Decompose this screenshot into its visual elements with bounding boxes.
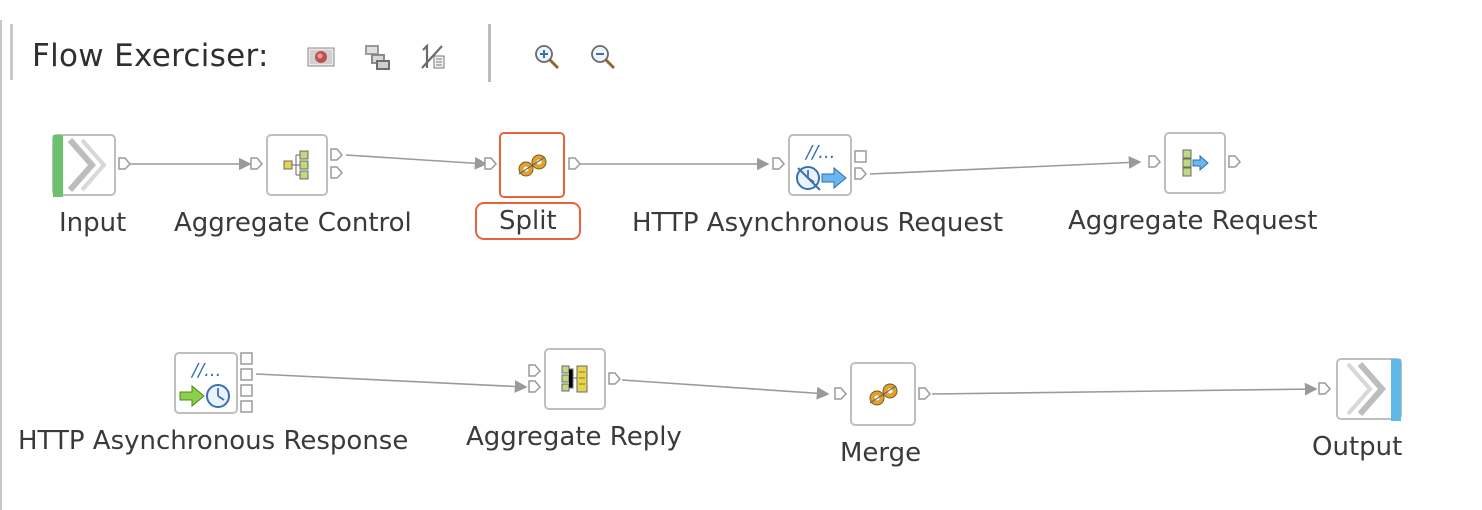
toolbar-separator (488, 24, 491, 82)
http-response-out-terminal-3[interactable] (240, 384, 254, 398)
input-out-terminal[interactable] (118, 157, 132, 171)
split-gears-icon (518, 154, 547, 177)
node-output-box[interactable] (1336, 358, 1402, 421)
aggregate-request-icon (1182, 149, 1209, 177)
aggregate-reply-in-terminal-1[interactable] (528, 364, 542, 378)
view-messages-icon[interactable] (360, 40, 394, 74)
http-response-out-terminal-1[interactable] (240, 352, 254, 366)
node-input-label: Input (59, 208, 127, 238)
wire-merge-to-output (931, 382, 1318, 396)
toolbar-left-border (10, 24, 13, 80)
node-merge-label: Merge (840, 438, 922, 468)
node-split-label: Split (475, 202, 581, 240)
aggregate-reply-out-terminal[interactable] (608, 372, 622, 386)
split-out-terminal[interactable] (568, 157, 582, 171)
node-aggregate-control-label: Aggregate Control (174, 208, 412, 238)
aggregate-reply-in-terminal-2[interactable] (528, 380, 542, 394)
http-request-out-terminal-1[interactable] (854, 150, 868, 164)
aggregate-control-in-terminal[interactable] (250, 157, 264, 171)
zoom-out-icon[interactable] (586, 40, 620, 74)
wire-http-response-to-aggregate-reply (255, 373, 528, 393)
node-http-async-response-box[interactable]: //... (174, 352, 238, 414)
zoom-in-icon[interactable] (530, 40, 564, 74)
http-request-out-terminal-2[interactable] (854, 167, 868, 181)
node-http-async-request-label: HTTP Asynchronous Request (632, 208, 1004, 238)
merge-out-terminal[interactable] (918, 387, 932, 401)
flow-exerciser-title: Flow Exerciser: (32, 38, 269, 74)
node-aggregate-request-label: Aggregate Request (1068, 206, 1318, 236)
send-message-icon[interactable] (416, 40, 450, 74)
node-merge-box[interactable] (850, 362, 916, 426)
http-async-response-icon: //... (179, 360, 230, 408)
aggregate-reply-icon (561, 365, 588, 393)
http-async-request-icon: //... (796, 142, 847, 191)
mq-output-icon (1346, 362, 1386, 416)
node-input-box[interactable] (52, 134, 116, 197)
output-accent-bar (1391, 359, 1401, 421)
svg-text://...: //... (804, 142, 835, 163)
aggregate-control-icon (283, 150, 309, 180)
aggregate-request-out-terminal[interactable] (1228, 155, 1242, 169)
aggregate-control-out-terminal-2[interactable] (330, 166, 344, 180)
split-in-terminal[interactable] (484, 157, 498, 171)
http-request-in-terminal[interactable] (772, 157, 786, 171)
node-aggregate-reply-box[interactable] (544, 348, 606, 410)
wire-http-request-to-aggregate-request (869, 156, 1142, 175)
node-http-async-response-label: HTTP Asynchronous Response (18, 426, 409, 456)
wire-aggregate-reply-to-merge (621, 379, 830, 400)
mq-input-icon (67, 138, 107, 192)
http-response-out-terminal-4[interactable] (240, 400, 254, 414)
output-in-terminal[interactable] (1318, 382, 1332, 396)
svg-text://...: //... (190, 360, 221, 381)
node-http-async-request-box[interactable]: //... (788, 134, 852, 196)
aggregate-request-in-terminal[interactable] (1148, 155, 1162, 169)
aggregate-control-out-terminal-1[interactable] (330, 148, 344, 162)
editor-left-border (0, 20, 2, 510)
input-accent-bar (53, 135, 63, 197)
node-aggregate-control-box[interactable] (266, 134, 328, 196)
wire-aggregate-control-to-split (345, 154, 488, 170)
merge-gears-icon (869, 383, 898, 406)
merge-in-terminal[interactable] (834, 387, 848, 401)
node-aggregate-request-box[interactable] (1164, 132, 1226, 194)
node-split-box[interactable] (499, 132, 565, 198)
node-aggregate-reply-label: Aggregate Reply (466, 422, 682, 452)
node-output-label: Output (1312, 432, 1403, 462)
http-response-out-terminal-2[interactable] (240, 368, 254, 382)
record-icon[interactable] (304, 40, 338, 74)
